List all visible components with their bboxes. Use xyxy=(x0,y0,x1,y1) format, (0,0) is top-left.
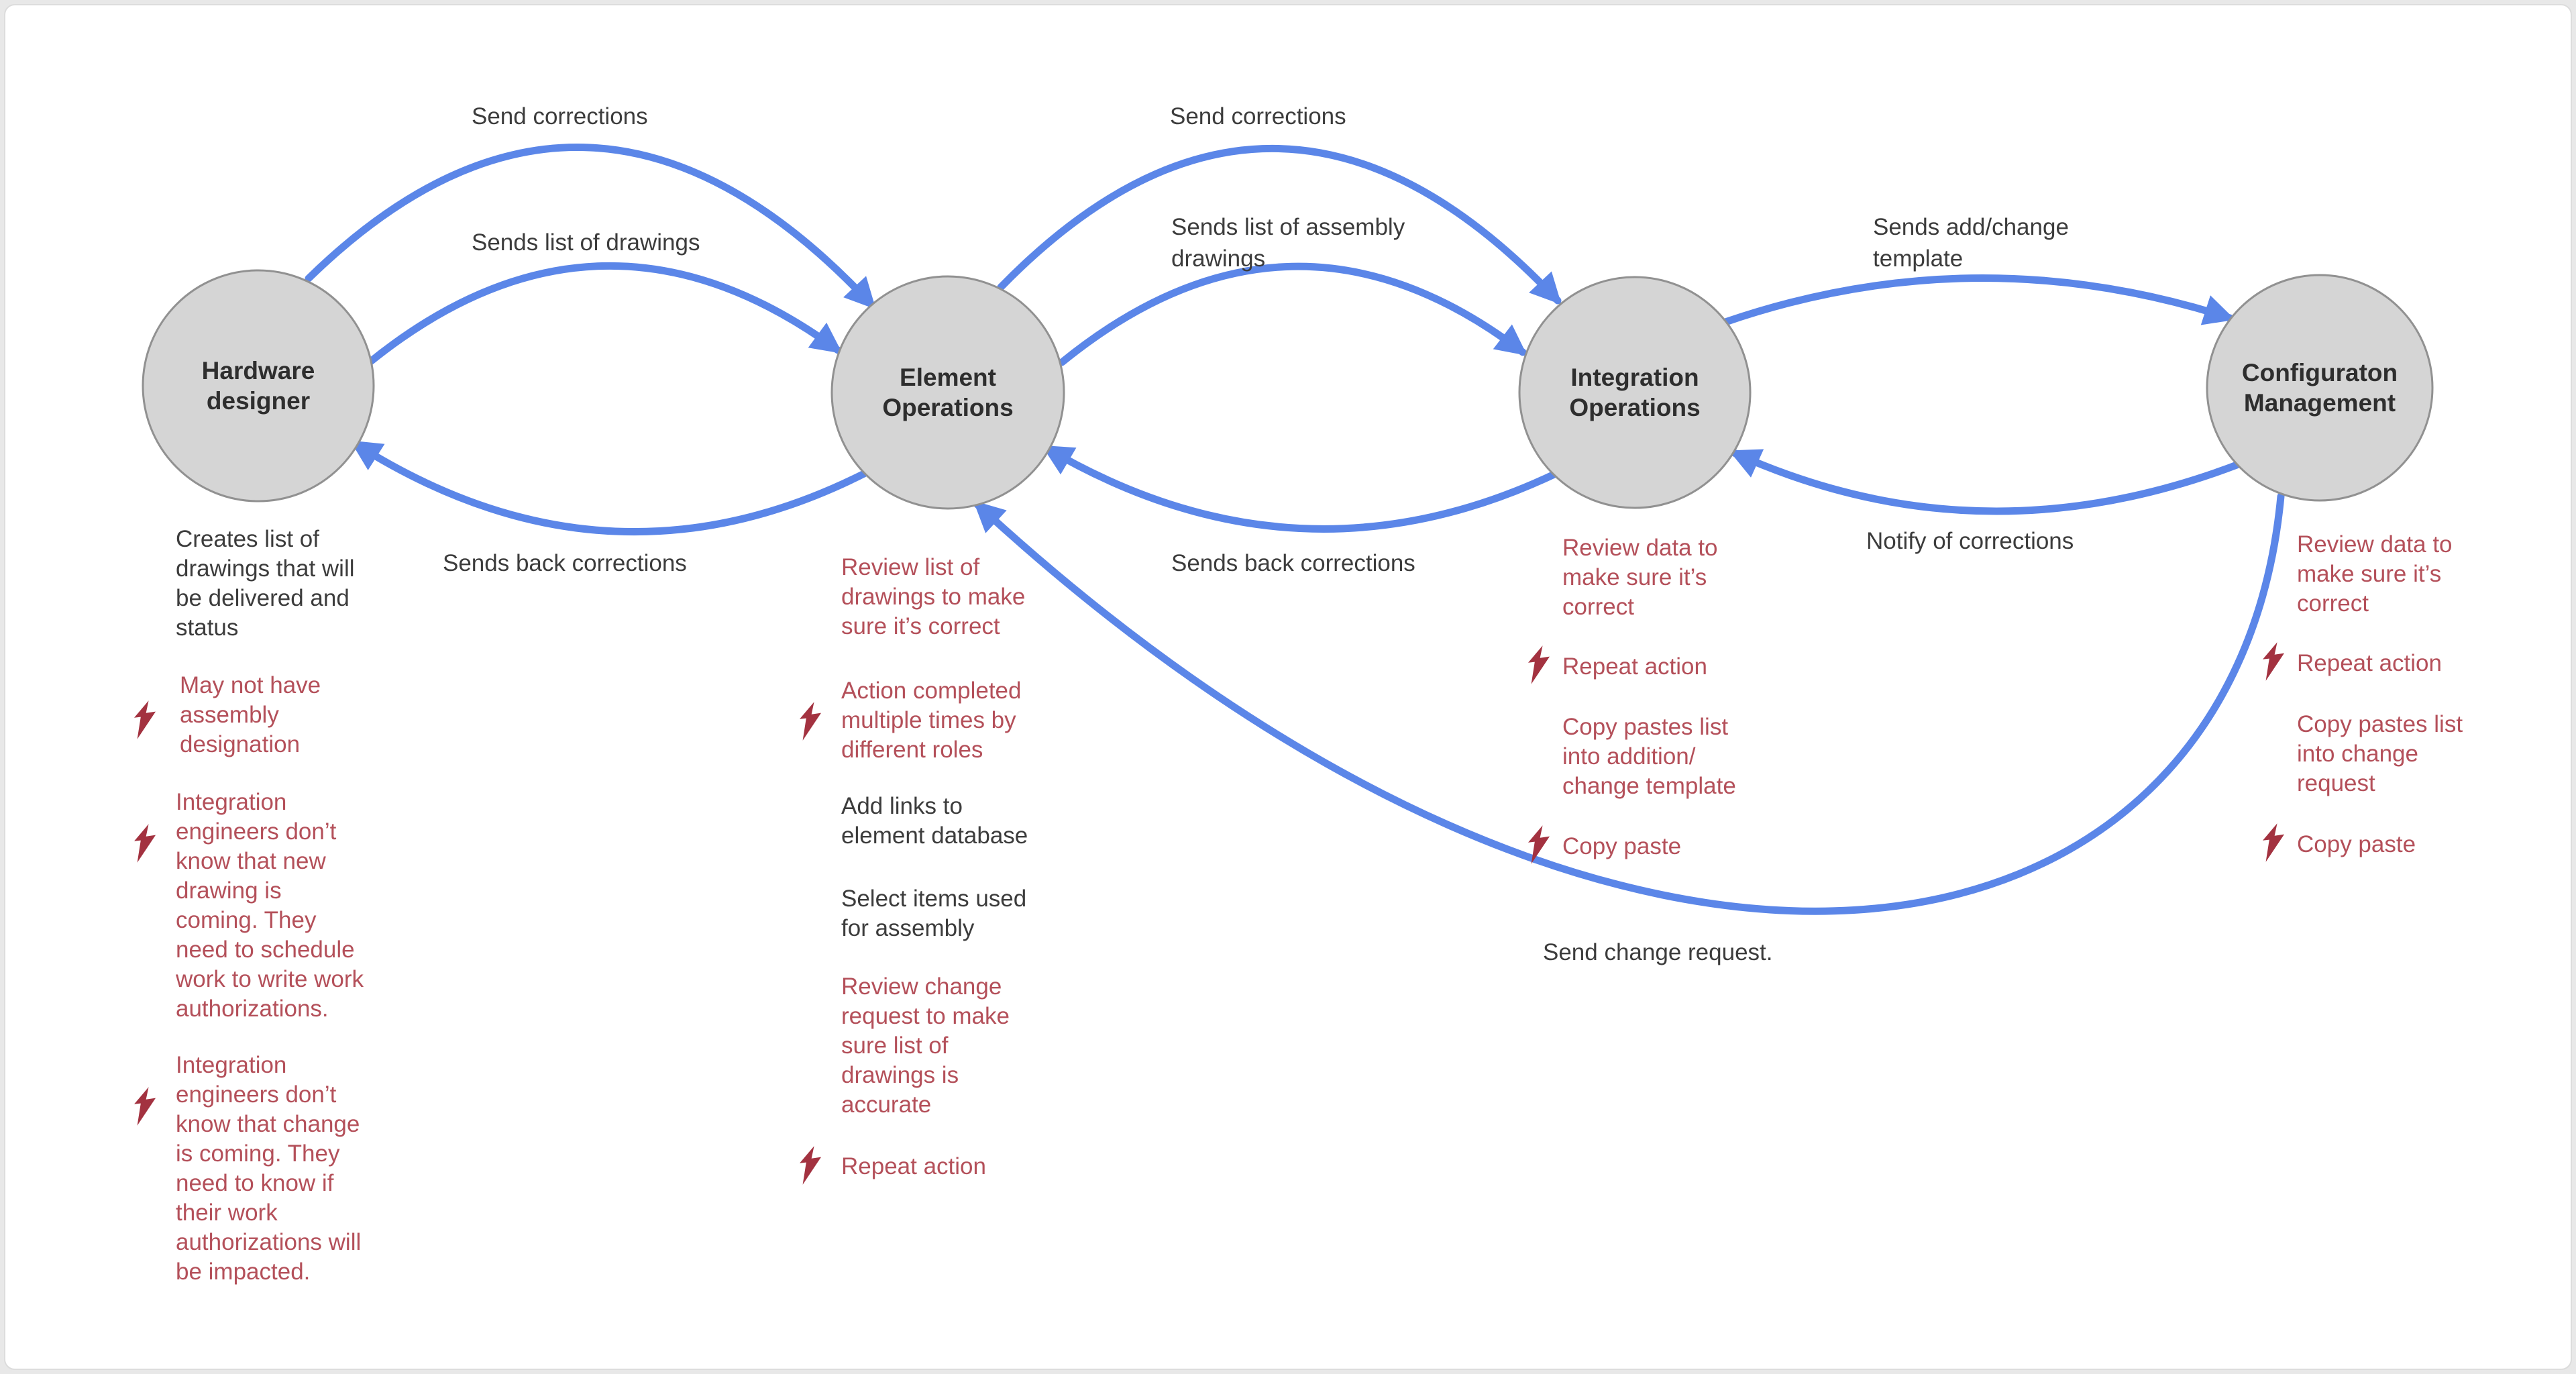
note-eo-select-items: Select items used for assembly xyxy=(841,886,1027,941)
node-label-hardware-designer: Hardware designer xyxy=(201,357,315,415)
lightning-icon xyxy=(2263,642,2286,681)
lightning-icon xyxy=(1528,645,1551,684)
note-eo-review-change-request: Review change request to make sure list … xyxy=(841,973,1010,1118)
edge-sends-list-of-assembly-drawings xyxy=(1058,262,1527,366)
lightning-icon xyxy=(2263,823,2286,862)
edge-send-corrections-eo-io xyxy=(997,144,1562,305)
lightning-icon xyxy=(134,700,157,739)
note-hd-change-coming: Integration engineers don’t know that ch… xyxy=(176,1052,362,1285)
note-hd-may-not-have: May not have assembly designation xyxy=(180,672,321,757)
node-hardware-designer xyxy=(142,269,375,503)
edge-label-sends-list-of-assembly-drawings: Sends list of assembly drawings xyxy=(1171,214,1405,272)
edge-sends-back-corrections-io-eo xyxy=(1041,444,1560,533)
lightning-icon xyxy=(800,702,822,741)
edge-label-send-change-request: Send change request. xyxy=(1543,939,1773,965)
note-io-copy-paste: Copy paste xyxy=(1562,833,1682,859)
note-io-repeat-action: Repeat action xyxy=(1562,653,1707,680)
edge-send-corrections-hd-eo xyxy=(305,144,876,310)
edge-label-sends-back-corrections-eo-hd: Sends back corrections xyxy=(443,550,687,576)
edge-notify-of-corrections xyxy=(1729,449,2243,515)
node-element-operations xyxy=(830,275,1065,510)
note-io-review-data: Review data to make sure it’s correct xyxy=(1562,535,1718,620)
note-eo-review-list: Review list of drawings to make sure it’… xyxy=(841,554,1026,639)
lightning-icon xyxy=(800,1146,822,1185)
edge-label-send-corrections-hd-eo: Send corrections xyxy=(472,103,648,129)
note-eo-add-links: Add links to element database xyxy=(841,793,1028,849)
node-label-element-operations: Element Operations xyxy=(882,364,1014,421)
note-eo-action-completed: Action completed multiple times by diffe… xyxy=(841,678,1022,763)
lightning-icon xyxy=(134,1087,157,1126)
edge-sends-back-corrections-eo-hd xyxy=(350,439,869,536)
note-eo-repeat-action: Repeat action xyxy=(841,1153,986,1179)
node-label-configuration-management: Configuraton Management xyxy=(2241,359,2398,417)
edge-label-sends-add-change-template: Sends add/change template xyxy=(1873,214,2069,272)
edge-label-notify-of-corrections: Notify of corrections xyxy=(1866,528,2074,554)
note-cm-review-data: Review data to make sure it’s correct xyxy=(2297,531,2453,617)
edge-label-send-corrections-eo-io: Send corrections xyxy=(1170,103,1346,129)
edge-sends-add-change-template xyxy=(1721,274,2236,326)
node-configuration-management xyxy=(2206,274,2434,502)
lightning-icon xyxy=(1528,825,1551,864)
edge-send-change-request xyxy=(973,492,2285,915)
note-hd-new-drawing: Integration engineers don’t know that ne… xyxy=(176,789,364,1022)
node-integration-operations xyxy=(1518,276,1752,509)
note-cm-copy-paste: Copy paste xyxy=(2297,831,2416,857)
edge-label-sends-list-of-drawings: Sends list of drawings xyxy=(472,229,700,256)
diagram-background-panel xyxy=(4,4,2572,1370)
edge-sends-list-of-drawings xyxy=(366,262,843,366)
note-io-copy-pastes-list: Copy pastes list into addition/ change t… xyxy=(1562,714,1736,799)
note-hd-creates-list: Creates list of drawings that will be de… xyxy=(176,526,355,641)
node-label-integration-operations: Integration Operations xyxy=(1569,364,1701,421)
edge-label-sends-back-corrections-io-eo: Sends back corrections xyxy=(1171,550,1415,576)
lightning-icon xyxy=(134,824,157,863)
note-cm-repeat-action: Repeat action xyxy=(2297,650,2442,676)
note-cm-copy-pastes-list: Copy pastes list into change request xyxy=(2297,711,2463,796)
